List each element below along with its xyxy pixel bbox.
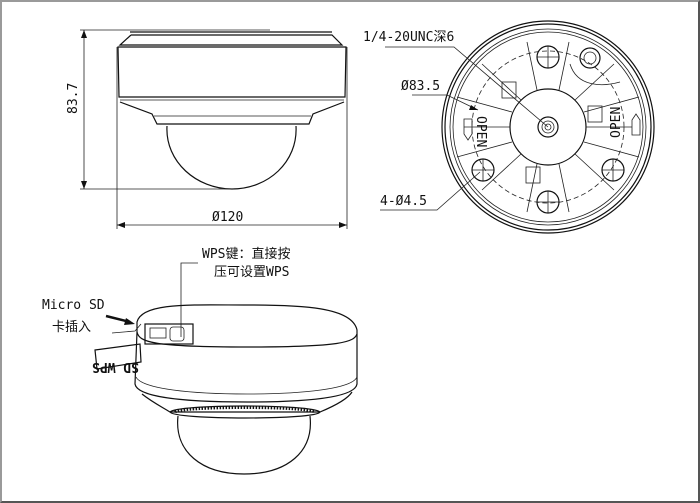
wps-label-line2: 压可设置WPS <box>214 265 289 280</box>
side-view: 83.7 Ø120 <box>66 29 348 229</box>
wps-label-line1: WPS键：直接按 <box>202 246 290 262</box>
thread-label: 1/4-20UNC深6 <box>363 30 454 45</box>
perspective-view: WPS键：直接按 压可设置WPS Micro SD 卡插入 SD WPS <box>42 246 358 475</box>
circle-label: Ø83.5 <box>401 79 440 94</box>
mounting-holes <box>471 45 625 214</box>
height-dimension: 83.7 <box>66 29 270 190</box>
sd-label-line1: Micro SD <box>42 298 105 313</box>
open-mark-right: OPEN <box>609 107 624 138</box>
sd-label-line2: 卡插入 <box>52 320 91 335</box>
bottom-view: OPEN OPEN 1/4-20UNC深6 Ø83.5 4-Ø4.5 <box>363 20 655 234</box>
slot-cover: SD WPS <box>92 343 142 374</box>
diameter-dimension: Ø120 <box>116 47 348 229</box>
holes-label: 4-Ø4.5 <box>380 194 427 209</box>
diameter-label: Ø120 <box>212 210 243 225</box>
height-label: 83.7 <box>66 83 81 114</box>
open-mark-left: OPEN <box>473 116 488 147</box>
cover-text: SD WPS <box>92 359 139 374</box>
sd-slot <box>111 323 194 345</box>
